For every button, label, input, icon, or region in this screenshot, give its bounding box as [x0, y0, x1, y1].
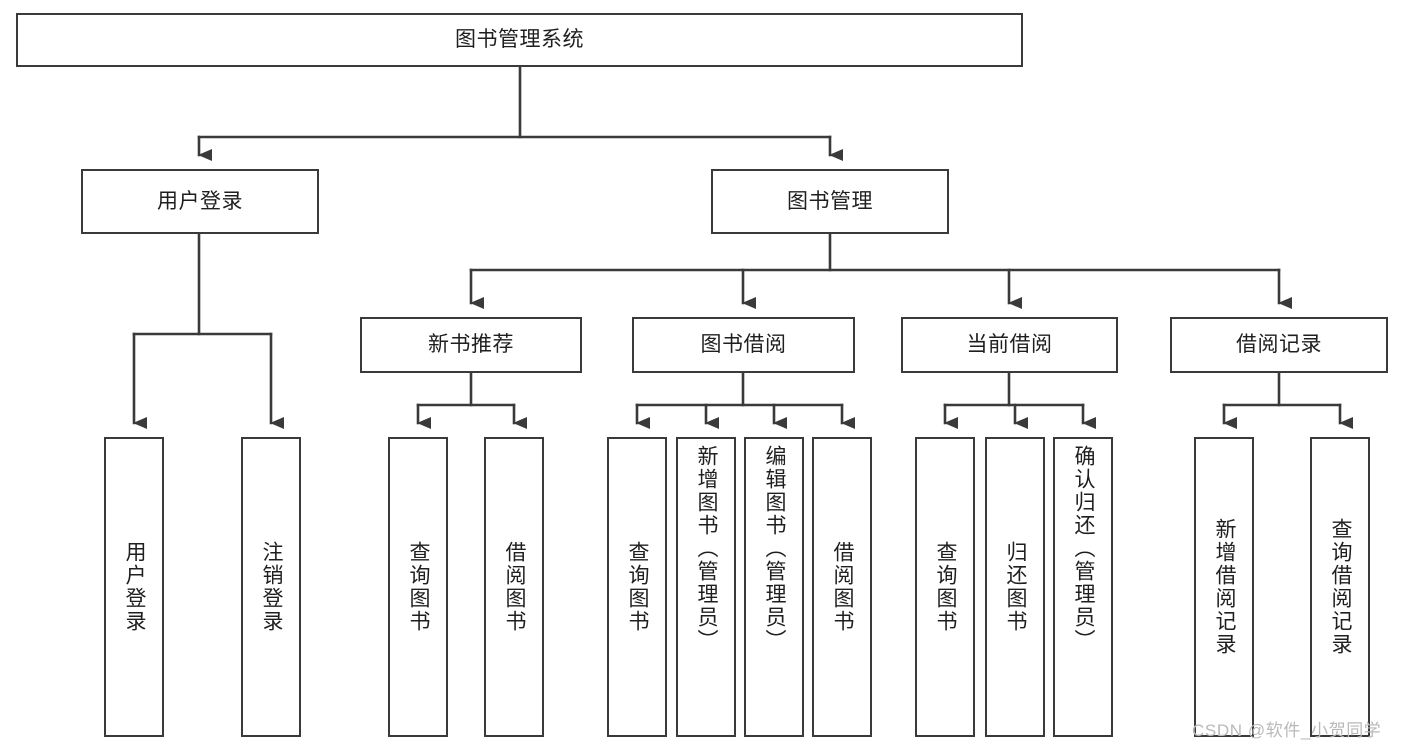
node-borrow-add-book-label: 新增图书（管理员） — [695, 445, 718, 652]
node-borrow-query-book-label: 查询图书 — [626, 541, 649, 633]
node-book-manage[interactable]: 图书管理 — [711, 169, 949, 234]
node-current-return-book-label: 归还图书 — [1004, 541, 1027, 633]
node-recommend-borrow-book-label: 借阅图书 — [503, 541, 526, 633]
node-book-borrow-label: 图书借阅 — [700, 333, 787, 357]
node-recommend-query-book-label: 查询图书 — [407, 541, 430, 633]
node-record-add[interactable]: 新增借阅记录 — [1194, 437, 1254, 737]
node-root[interactable]: 图书管理系统 — [16, 13, 1023, 67]
node-user-login-do[interactable]: 用户登录 — [104, 437, 164, 737]
node-user-logout[interactable]: 注销登录 — [241, 437, 301, 737]
node-new-book-recommend[interactable]: 新书推荐 — [360, 317, 582, 373]
node-record-query-label: 查询借阅记录 — [1329, 518, 1352, 656]
node-current-return-book[interactable]: 归还图书 — [985, 437, 1045, 737]
node-borrow-query-book[interactable]: 查询图书 — [607, 437, 667, 737]
node-user-logout-label: 注销登录 — [260, 541, 283, 633]
node-user-login[interactable]: 用户登录 — [81, 169, 319, 234]
node-borrow-borrow-book-label: 借阅图书 — [831, 541, 854, 633]
node-root-label: 图书管理系统 — [455, 28, 584, 52]
node-recommend-borrow-book[interactable]: 借阅图书 — [484, 437, 544, 737]
csdn-watermark: CSDN @软件_小贺同学 — [1192, 721, 1382, 740]
node-borrow-borrow-book[interactable]: 借阅图书 — [812, 437, 872, 737]
node-borrow-record[interactable]: 借阅记录 — [1170, 317, 1388, 373]
node-borrow-add-book[interactable]: 新增图书（管理员） — [676, 437, 736, 737]
node-book-manage-label: 图书管理 — [787, 189, 873, 213]
node-current-query-book-label: 查询图书 — [934, 541, 957, 633]
node-user-login-do-label: 用户登录 — [123, 541, 146, 633]
node-recommend-query-book[interactable]: 查询图书 — [388, 437, 448, 737]
node-current-borrow[interactable]: 当前借阅 — [901, 317, 1118, 373]
node-record-add-label: 新增借阅记录 — [1213, 518, 1236, 656]
node-book-borrow[interactable]: 图书借阅 — [632, 317, 855, 373]
node-borrow-edit-book-label: 编辑图书（管理员） — [763, 445, 786, 652]
node-borrow-record-label: 借阅记录 — [1236, 333, 1322, 357]
node-current-confirm-return-label: 确认归还（管理员） — [1072, 445, 1095, 652]
node-new-book-recommend-label: 新书推荐 — [428, 333, 514, 357]
node-current-query-book[interactable]: 查询图书 — [915, 437, 975, 737]
node-borrow-edit-book[interactable]: 编辑图书（管理员） — [744, 437, 804, 737]
node-current-borrow-label: 当前借阅 — [966, 333, 1053, 357]
node-user-login-label: 用户登录 — [157, 189, 243, 213]
node-current-confirm-return[interactable]: 确认归还（管理员） — [1053, 437, 1113, 737]
node-record-query[interactable]: 查询借阅记录 — [1310, 437, 1370, 737]
